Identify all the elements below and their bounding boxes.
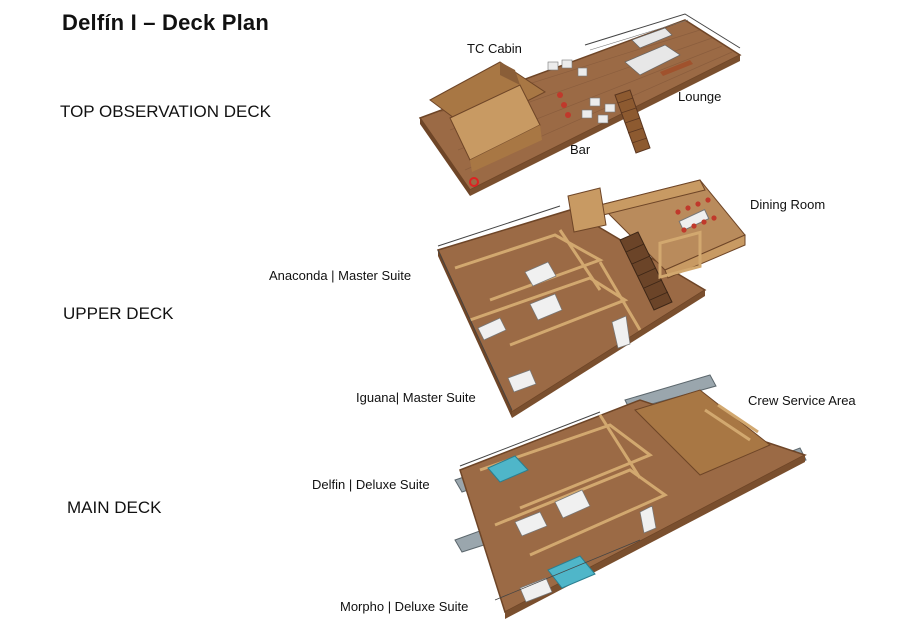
morpho-bed — [514, 511, 548, 537]
label-lounge: Lounge — [678, 89, 722, 104]
deck-label-upper: UPPER DECK — [63, 304, 174, 323]
lounge-sofa — [624, 44, 681, 76]
top-deck-railing — [584, 13, 741, 49]
tc-cabin-side — [470, 125, 542, 172]
top-deck-stairs — [614, 89, 651, 154]
deck-label-top: TOP OBSERVATION DECK — [60, 102, 271, 121]
morpho-plunge-pool — [547, 555, 596, 589]
page-title: Delfín I – Deck Plan — [62, 10, 269, 35]
delfin-bed — [554, 489, 591, 519]
anaconda-bed — [524, 261, 557, 287]
delfin-plunge-pool — [487, 455, 529, 483]
label-iguana-suite: Iguana| Master Suite — [356, 390, 476, 405]
main-deck-drawing — [454, 230, 807, 619]
iguana-bed — [529, 293, 563, 321]
top-deck-floor-front — [470, 55, 740, 196]
crew-service-area — [634, 389, 771, 476]
label-anaconda-suite: Anaconda | Master Suite — [269, 268, 412, 283]
label-delfin-suite: Delfin | Deluxe Suite — [312, 477, 430, 492]
label-bar: Bar — [570, 142, 591, 157]
label-morpho-suite: Morpho | Deluxe Suite — [340, 599, 469, 614]
top-observation-deck-drawing — [418, 13, 742, 196]
deck-label-main: MAIN DECK — [67, 498, 162, 517]
upper-deck-drawing — [436, 179, 746, 418]
label-dining-room: Dining Room — [750, 197, 826, 212]
label-tc-cabin: TC Cabin — [467, 41, 522, 56]
label-crew-service-area: Crew Service Area — [748, 393, 856, 408]
upper-deck-stairs — [619, 231, 673, 311]
top-deck-floor-side — [420, 118, 470, 196]
